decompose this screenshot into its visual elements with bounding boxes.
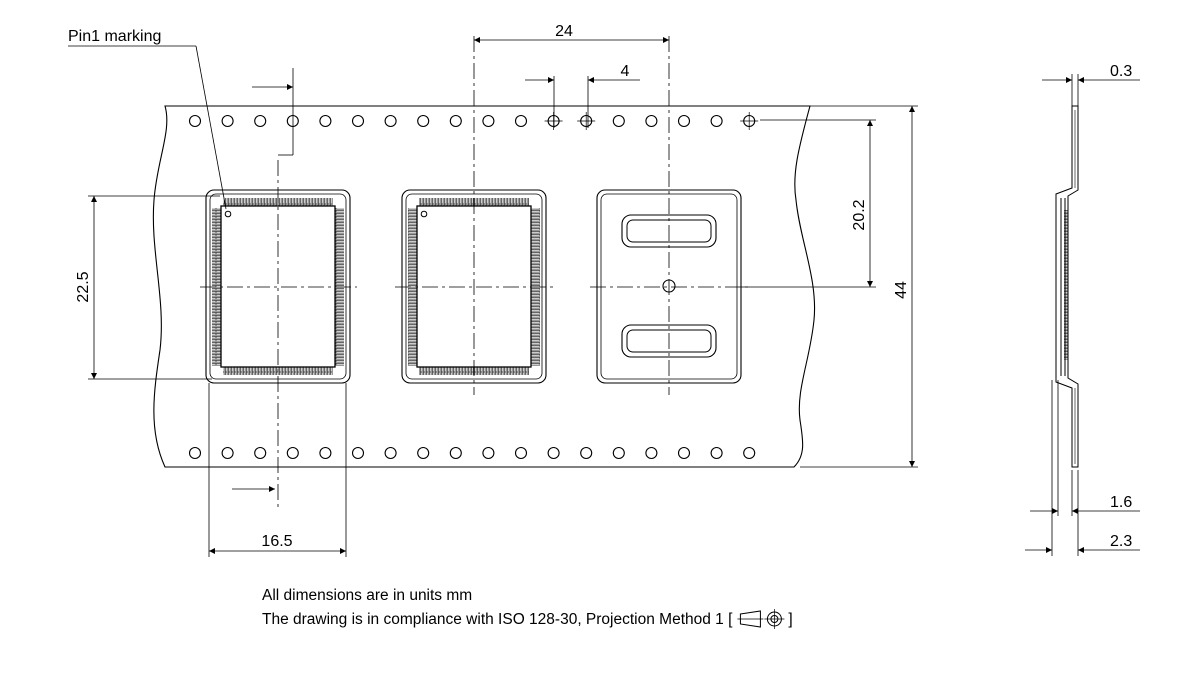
sprocket-hole — [580, 446, 593, 460]
sprocket-hole — [743, 446, 756, 460]
pin1-marking-label: Pin1 marking — [68, 28, 161, 45]
sprocket-hole — [645, 114, 658, 128]
sprocket-hole — [319, 446, 332, 460]
sprocket-hole — [514, 446, 528, 460]
sprocket-hole — [221, 446, 234, 460]
sprocket-hole — [351, 114, 365, 128]
sprocket-hole — [254, 114, 267, 128]
dimension-lines — [68, 37, 1140, 557]
sprocket-hole — [547, 446, 560, 460]
first-angle-projection-icon — [737, 609, 785, 629]
compliance-note-prefix: The drawing is in compliance with ISO 12… — [262, 611, 733, 628]
sprocket-hole — [384, 114, 397, 128]
sprocket-hole — [188, 114, 202, 128]
sprocket-hole — [612, 114, 625, 128]
sprocket-hole — [351, 446, 365, 460]
tape-side-view — [1055, 105, 1079, 468]
pocket-width-label: 16.5 — [261, 533, 292, 550]
sprocket-hole — [254, 446, 267, 460]
hole-pitch-label: 4 — [621, 63, 630, 80]
sprocket-hole — [645, 446, 658, 460]
sprocket-hole — [286, 446, 299, 460]
sprocket-holes-bottom — [188, 446, 756, 460]
total-depth-label: 2.3 — [1110, 533, 1132, 550]
center-lines — [200, 36, 750, 508]
hole-center-mark — [740, 112, 759, 130]
sprocket-hole — [449, 446, 462, 460]
thickness-label: 0.3 — [1110, 63, 1132, 80]
sprocket-hole — [384, 446, 397, 460]
sprocket-hole — [514, 114, 528, 128]
sprocket-hole — [612, 446, 625, 460]
tape-width-label: 44 — [893, 281, 910, 299]
sprocket-hole — [710, 114, 723, 128]
hole-offset-label: 20.2 — [851, 199, 868, 230]
hole-center-mark — [577, 112, 596, 130]
carrier-tape — [152, 105, 816, 468]
sprocket-hole — [677, 114, 691, 128]
compliance-note: The drawing is in compliance with ISO 12… — [262, 611, 733, 628]
cover-thickness-label: 1.6 — [1110, 494, 1132, 511]
sprocket-hole — [221, 114, 234, 128]
sprocket-hole — [710, 446, 723, 460]
sprocket-hole — [482, 114, 495, 128]
sprocket-hole — [449, 114, 462, 128]
compliance-note-suffix: ] — [788, 611, 792, 628]
pitch-dimension-label: 24 — [555, 23, 573, 40]
pocket-height-label: 22.5 — [75, 271, 92, 302]
sprocket-hole — [417, 114, 430, 128]
sprocket-hole — [319, 114, 332, 128]
sprocket-hole — [677, 446, 691, 460]
units-note: All dimensions are in units mm — [262, 587, 472, 604]
sprocket-hole — [417, 446, 430, 460]
sprocket-hole — [188, 446, 202, 460]
sprocket-hole — [482, 446, 495, 460]
